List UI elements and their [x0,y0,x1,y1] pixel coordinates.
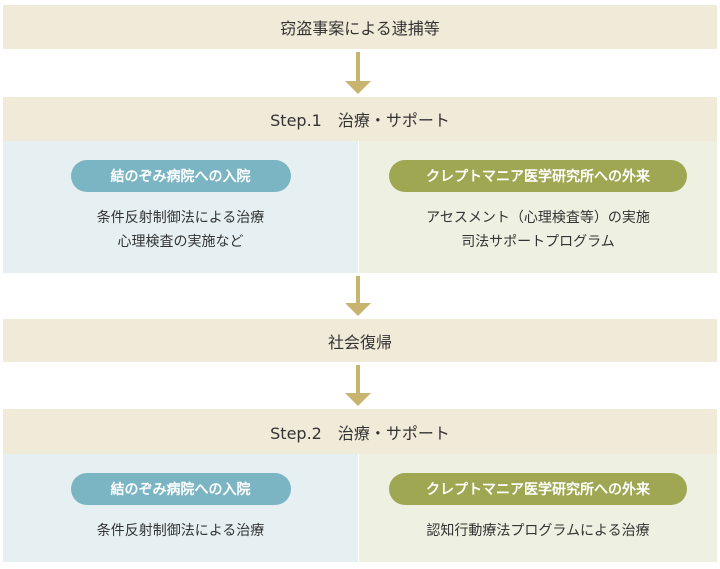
step2-right-panel: クレプトマニア医学研究所への外来 認知行動療法プログラムによる治療 [359,454,717,562]
step2-hospital-badge-label: 結のぞみ病院への入院 [110,482,251,498]
step2-title-bar: Step.2 治療・サポート [3,409,717,454]
down-arrow-icon [345,365,371,406]
step1-clinic-badge: クレプトマニア医学研究所への外来 [389,160,687,192]
step1-hospital-badge-label: 結のぞみ病院への入院 [110,169,251,185]
top-step-bar: 窃盗事案による逮捕等 [3,5,717,49]
step2-right-description: 認知行動療法プログラムによる治療 [426,519,649,543]
reintegration-bar: 社会復帰 [3,319,717,362]
step1-left-description: 条件反射制御法による治療 心理検査の実施など [97,206,265,254]
reintegration-label: 社会復帰 [327,332,392,352]
step2-left-line: 条件反射制御法による治療 [96,523,265,539]
step2-clinic-badge-label: クレプトマニア医学研究所への外来 [426,482,650,498]
down-arrow-icon [345,52,371,94]
step2-title: Step.2 治療・サポート [270,423,450,443]
step1-clinic-badge-label: クレプトマニア医学研究所への外来 [426,169,650,185]
step2-left-description: 条件反射制御法による治療 [97,519,265,543]
step1-title: Step.1 治療・サポート [270,111,450,130]
step2-hospital-badge: 結のぞみ病院への入院 [70,473,291,505]
step1-right-description: アセスメント（心理検査等）の実施 司法サポートプログラム [426,206,650,254]
step1-left-panel: 結のぞみ病院への入院 条件反射制御法による治療 心理検査の実施など [3,141,358,273]
step1-hospital-badge: 結のぞみ病院への入院 [70,160,291,192]
step2-clinic-badge: クレプトマニア医学研究所への外来 [389,473,687,505]
step1-right-panel: クレプトマニア医学研究所への外来 アセスメント（心理検査等）の実施 司法サポート… [359,141,717,273]
step2-left-panel: 結のぞみ病院への入院 条件反射制御法による治療 [3,454,358,562]
step1-left-line: 条件反射制御法による治療 [96,210,265,226]
step2-right-line: 認知行動療法プログラムによる治療 [426,523,650,539]
step1-title-bar: Step.1 治療・サポート [3,97,717,141]
step1-right-line: 司法サポートプログラム [461,234,615,250]
step1-right-line: アセスメント（心理検査等）の実施 [426,210,650,226]
step1-left-line: 心理検査の実施など [117,234,244,250]
down-arrow-icon [345,276,371,316]
top-step-label: 窃盗事案による逮捕等 [280,19,440,38]
